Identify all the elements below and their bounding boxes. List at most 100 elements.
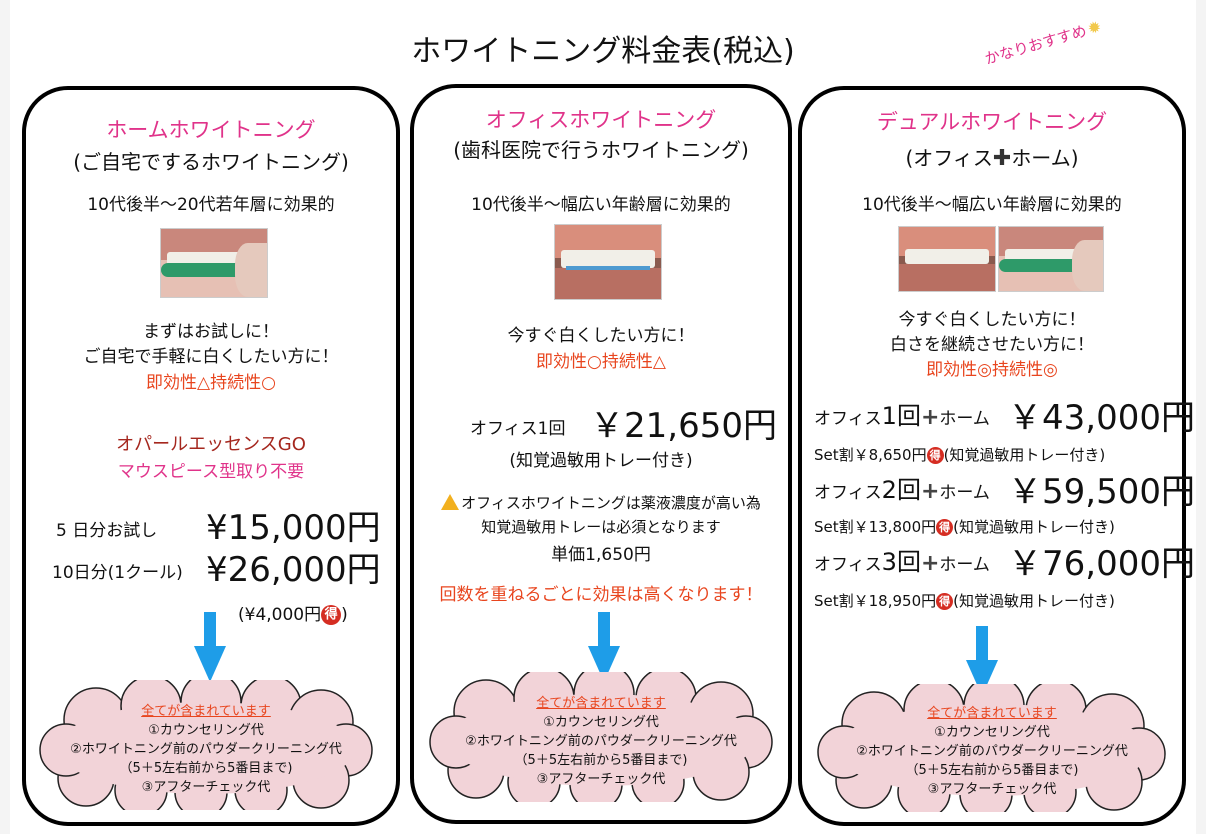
toku-icon: 得 bbox=[321, 605, 342, 625]
home-included-text: 全てが含まれています ①カウンセリング代 ②ホワイトニング前のパウダークリーニン… bbox=[36, 702, 376, 797]
office-subtitle: (歯科医院で行うホワイトニング) bbox=[453, 138, 749, 162]
plan-home-label: ホーム bbox=[939, 555, 990, 575]
included-item-2: ②ホワイトニング前のパウダークリーニング代 bbox=[856, 744, 1128, 759]
dual-plan-2-price: ￥59,500円 bbox=[1008, 472, 1195, 512]
home-price1: ¥15,000円 bbox=[206, 508, 381, 548]
included-item-3: （5＋5左右前から5番目まで) bbox=[119, 761, 293, 776]
dual-effect: 即効性◎持続性◎ bbox=[926, 360, 1058, 380]
included-item-4: ③アフターチェック代 bbox=[141, 780, 271, 795]
dual-plan-2: オフィス2回+ホーム bbox=[814, 470, 990, 505]
home-effect: 即効性△持続性○ bbox=[146, 373, 276, 393]
office-warning-1: オフィスホワイトニングは薬液濃度が高い為 bbox=[414, 492, 788, 513]
page-title: ホワイトニング料金表(税込) bbox=[411, 34, 795, 69]
toku-icon: 得 bbox=[936, 593, 954, 610]
dual-plan-1-price: ￥43,000円 bbox=[1008, 398, 1195, 438]
office-desc-1: 今すぐ白くしたい方に！ bbox=[507, 326, 695, 346]
down-arrow-icon bbox=[966, 626, 998, 696]
included-item-1: ①カウンセリング代 bbox=[148, 723, 264, 738]
office-whitening-panel: オフィスホワイトニング (歯科医院で行うホワイトニング) 10代後半〜幅広い年齢… bbox=[410, 84, 792, 824]
dual-plan-1: オフィス1回+ホーム bbox=[814, 396, 990, 431]
included-item-1: ①カウンセリング代 bbox=[934, 725, 1050, 740]
office-included-cloud: 全てが含まれています ①カウンセリング代 ②ホワイトニング前のパウダークリーニン… bbox=[426, 672, 776, 802]
included-item-1: ①カウンセリング代 bbox=[543, 715, 659, 730]
office-price: ￥21,650円 bbox=[590, 406, 777, 446]
dual-plan-1-set: Set割￥8,650円得(知覚過敏用トレー付き) bbox=[814, 444, 1105, 465]
plan-home-label: ホーム bbox=[939, 409, 990, 429]
plan-count: 2回 bbox=[881, 476, 921, 504]
plan-plus: + bbox=[920, 479, 940, 504]
office-title: オフィスホワイトニング bbox=[485, 108, 717, 132]
dual-subtitle: (オフィス✚ホーム) bbox=[802, 142, 1182, 171]
included-item-4: ③アフターチェック代 bbox=[536, 772, 666, 787]
included-item-2: ②ホワイトニング前のパウダークリーニング代 bbox=[465, 734, 737, 749]
home-title: ホームホワイトニング bbox=[106, 118, 316, 142]
dual-home-photo bbox=[998, 226, 1104, 292]
dual-plan-3: オフィス3回+ホーム bbox=[814, 542, 990, 577]
home-target: 10代後半〜20代若年層に効果的 bbox=[87, 195, 335, 215]
plus-icon: ✚ bbox=[992, 146, 1012, 171]
down-arrow-icon bbox=[588, 612, 620, 682]
plan-count: 3回 bbox=[881, 548, 921, 576]
dual-included-text: 全てが含まれています ①カウンセリング代 ②ホワイトニング前のパウダークリーニン… bbox=[814, 704, 1170, 799]
office-warning-text: オフィスホワイトニングは薬液濃度が高い為 bbox=[461, 494, 761, 512]
plan-set: Set割￥18,950円 bbox=[814, 592, 937, 610]
home-price1-label: 5 日分お試し bbox=[56, 521, 158, 541]
plan-note: (知覚過敏用トレー付き) bbox=[953, 592, 1115, 610]
warning-icon bbox=[441, 494, 460, 510]
dual-desc-2: 白さを継続させたい方に！ bbox=[890, 335, 1094, 355]
plan-office-label: オフィス bbox=[814, 483, 882, 503]
office-target: 10代後半〜幅広い年齢層に効果的 bbox=[471, 195, 731, 215]
home-included-cloud: 全てが含まれています ①カウンセリング代 ②ホワイトニング前のパウダークリーニン… bbox=[36, 680, 376, 810]
included-item-3: （5＋5左右前から5番目まで) bbox=[905, 763, 1079, 778]
included-item-2: ②ホワイトニング前のパウダークリーニング代 bbox=[70, 742, 342, 757]
home-desc-2: ご自宅で手軽に白くしたい方に！ bbox=[83, 347, 339, 367]
home-whitening-photo bbox=[160, 228, 268, 298]
dual-subtitle-pre: (オフィス bbox=[905, 146, 993, 170]
office-repeat-note: 回数を重ねるごとに効果は高くなります！ bbox=[439, 585, 763, 605]
home-price2: ¥26,000円 bbox=[206, 550, 381, 590]
plan-set: Set割￥13,800円 bbox=[814, 518, 937, 536]
dual-included-cloud: 全てが含まれています ①カウンセリング代 ②ホワイトニング前のパウダークリーニン… bbox=[814, 684, 1170, 812]
office-whitening-photo bbox=[554, 224, 662, 300]
included-heading: 全てが含まれています bbox=[927, 706, 1057, 721]
plan-note: (知覚過敏用トレー付き) bbox=[953, 518, 1115, 536]
home-subtitle: (ご自宅でするホワイトニング) bbox=[73, 150, 349, 174]
dual-whitening-panel: デュアルホワイトニング (オフィス✚ホーム) 10代後半〜幅広い年齢層に効果的 … bbox=[798, 86, 1195, 826]
dual-plan-3-price: ￥76,000円 bbox=[1008, 544, 1195, 584]
office-effect: 即効性○持続性△ bbox=[536, 352, 666, 372]
dual-plan-3-set: Set割￥18,950円得(知覚過敏用トレー付き) bbox=[814, 590, 1115, 611]
home-whitening-panel: ホームホワイトニング (ご自宅でするホワイトニング) 10代後半〜20代若年層に… bbox=[22, 86, 400, 826]
home-discount-end: ) bbox=[341, 605, 348, 625]
home-mouthpiece: マウスピース型取り不要 bbox=[117, 462, 305, 482]
included-heading: 全てが含まれています bbox=[141, 704, 271, 719]
dual-subtitle-post: ホーム) bbox=[1011, 146, 1079, 170]
office-price-label: オフィス1回 bbox=[470, 419, 566, 439]
included-item-4: ③アフターチェック代 bbox=[927, 782, 1057, 797]
plan-count: 1回 bbox=[881, 402, 921, 430]
home-discount-text: (¥4,000円 bbox=[238, 605, 322, 625]
dual-title: デュアルホワイトニング bbox=[876, 110, 1108, 134]
home-price2-label: 10日分(1クール) bbox=[52, 563, 183, 583]
plan-plus: + bbox=[920, 405, 940, 430]
home-desc-1: まずはお試しに！ bbox=[143, 322, 279, 342]
home-discount: (¥4,000円得) bbox=[238, 600, 348, 625]
included-item-3: （5＋5左右前から5番目まで) bbox=[514, 753, 688, 768]
office-price-note: (知覚過敏用トレー付き) bbox=[509, 451, 693, 471]
included-heading: 全てが含まれています bbox=[536, 696, 666, 711]
home-essence: オパールエッセンスGO bbox=[116, 434, 306, 455]
office-included-text: 全てが含まれています ①カウンセリング代 ②ホワイトニング前のパウダークリーニン… bbox=[426, 694, 776, 789]
plan-note: (知覚過敏用トレー付き) bbox=[943, 446, 1106, 464]
dual-desc-1: 今すぐ白くしたい方に！ bbox=[898, 310, 1086, 330]
dual-office-photo bbox=[898, 226, 996, 292]
dual-plan-2-set: Set割￥13,800円得(知覚過敏用トレー付き) bbox=[814, 516, 1115, 537]
dual-target: 10代後半〜幅広い年齢層に効果的 bbox=[862, 195, 1122, 215]
toku-icon: 得 bbox=[926, 447, 944, 464]
toku-icon: 得 bbox=[936, 519, 954, 536]
plan-office-label: オフィス bbox=[814, 409, 882, 429]
plan-set: Set割￥8,650円 bbox=[814, 446, 927, 464]
down-arrow-icon bbox=[194, 612, 226, 682]
office-unit-price: 単価1,650円 bbox=[551, 545, 651, 565]
plan-home-label: ホーム bbox=[939, 483, 990, 503]
plan-plus: + bbox=[920, 551, 940, 576]
plan-office-label: オフィス bbox=[814, 555, 882, 575]
